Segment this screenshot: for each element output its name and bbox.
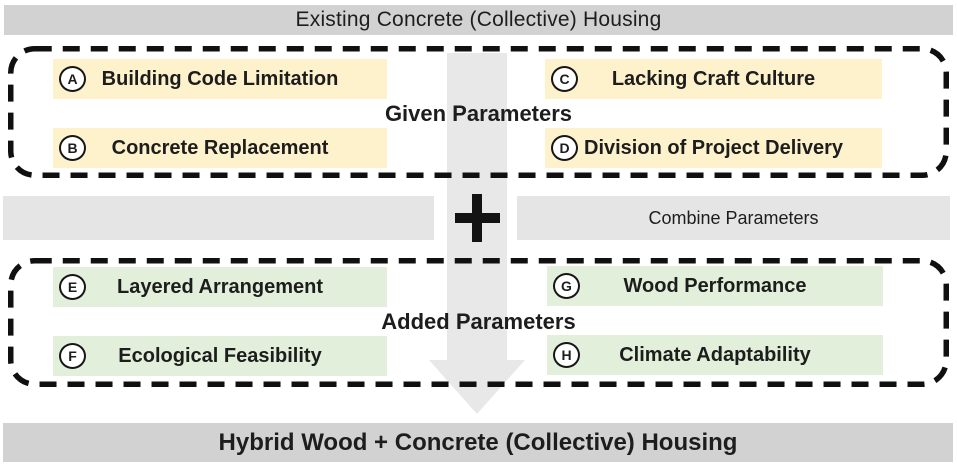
param-key-c: C bbox=[551, 66, 578, 92]
param-key-h: H bbox=[553, 342, 580, 368]
param-key-f: F bbox=[59, 343, 86, 369]
param-label-d: Division of Project Delivery bbox=[584, 136, 843, 159]
param-label-h: Climate Adaptability bbox=[619, 343, 811, 366]
param-label-e: Layered Arrangement bbox=[117, 275, 323, 298]
param-label-f: Ecological Feasibility bbox=[118, 344, 322, 367]
param-label-g: Wood Performance bbox=[623, 274, 807, 297]
param-box-e: E Layered Arrangement bbox=[53, 267, 387, 307]
plus-icon bbox=[455, 194, 500, 242]
given-parameters-title: Given Parameters bbox=[384, 101, 573, 126]
param-box-g: G Wood Performance bbox=[547, 266, 883, 306]
param-box-c: C Lacking Craft Culture bbox=[545, 59, 882, 99]
param-box-f: F Ecological Feasibility bbox=[53, 336, 387, 376]
param-label-b: Concrete Replacement bbox=[111, 136, 329, 159]
down-arrow-head-icon bbox=[429, 360, 525, 414]
param-box-h: H Climate Adaptability bbox=[547, 335, 883, 375]
param-label-a: Building Code Limitation bbox=[101, 67, 339, 90]
param-key-a: A bbox=[59, 66, 86, 92]
param-key-e: E bbox=[59, 274, 86, 300]
bottom-banner: Hybrid Wood + Concrete (Collective) Hous… bbox=[3, 423, 953, 462]
added-parameters-title: Added Parameters bbox=[381, 309, 576, 334]
top-banner-label: Existing Concrete (Collective) Housing bbox=[295, 8, 662, 31]
combine-parameters-bar: Combine Parameters bbox=[517, 196, 950, 240]
param-label-c: Lacking Craft Culture bbox=[611, 67, 816, 90]
param-key-g: G bbox=[553, 273, 580, 299]
param-box-a: A Building Code Limitation bbox=[53, 59, 387, 99]
param-key-b: B bbox=[59, 135, 86, 161]
param-box-b: B Concrete Replacement bbox=[53, 128, 387, 168]
top-banner: Existing Concrete (Collective) Housing bbox=[4, 5, 953, 35]
combine-parameters-label: Combine Parameters bbox=[648, 207, 819, 228]
param-key-d: D bbox=[551, 135, 578, 161]
combine-empty-bar bbox=[3, 196, 434, 240]
bottom-banner-label: Hybrid Wood + Concrete (Collective) Hous… bbox=[218, 428, 738, 456]
param-box-d: D Division of Project Delivery bbox=[545, 128, 882, 168]
